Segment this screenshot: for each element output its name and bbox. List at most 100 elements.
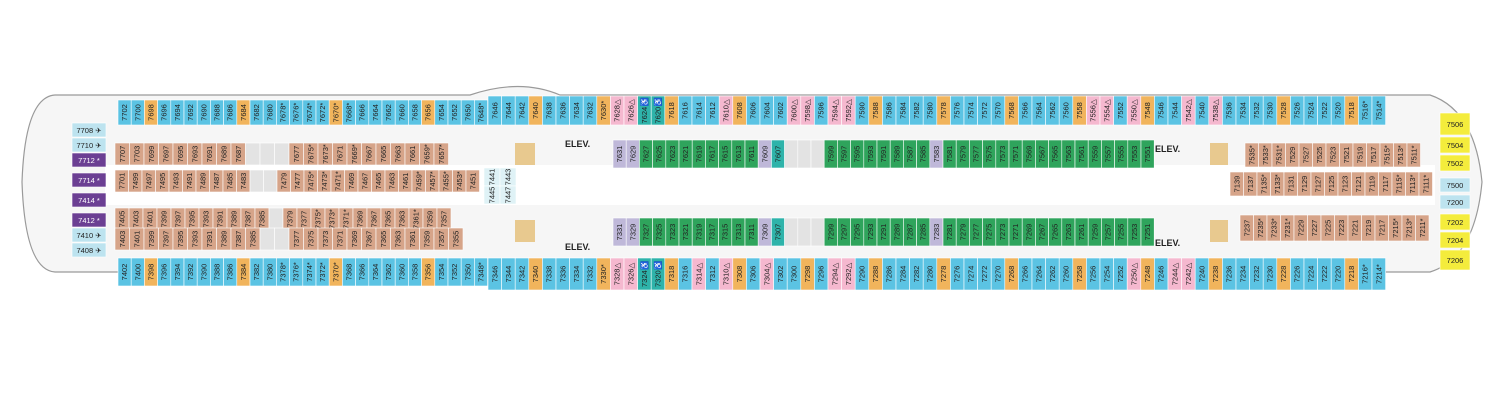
cabin-7513*[interactable]: 7513* (1393, 142, 1408, 168)
cabin-7312[interactable]: 7312 (705, 257, 720, 291)
cabin-7357[interactable]: 7357 (436, 207, 452, 231)
cabin-7684[interactable]: 7684 (236, 99, 251, 126)
cabin-7298[interactable]: 7298 (800, 257, 815, 291)
cabin-7321[interactable]: 7321 (678, 217, 693, 247)
cabin-7361[interactable]: 7361 (404, 227, 420, 251)
cabin-7257[interactable]: 7257 (1101, 217, 1115, 247)
cabin-7308[interactable]: 7308 (732, 257, 747, 291)
cabin-7299[interactable]: 7299 (823, 217, 838, 247)
cabin-7475*[interactable]: 7475* (303, 169, 318, 193)
cabin-7514*[interactable]: 7514* (1371, 95, 1386, 126)
cabin-7613[interactable]: 7613 (731, 139, 746, 169)
cabin-7553[interactable]: 7553 (1127, 139, 1142, 169)
cabin-7348*[interactable]: 7348* (474, 257, 488, 287)
cabin-7222[interactable]: 7222 (1317, 257, 1332, 291)
cabin-7511*[interactable]: 7511* (1406, 142, 1421, 168)
cabin-7115*[interactable]: 7115* (1391, 171, 1406, 197)
cabin-7696[interactable]: 7696 (157, 99, 172, 126)
cabin-7500[interactable]: 7500 (1439, 177, 1471, 193)
cabin-7485[interactable]: 7485 (222, 169, 237, 193)
cabin-7309[interactable]: 7309 (757, 217, 772, 247)
cabin-7307[interactable]: 7307 (771, 217, 785, 247)
cabin-7687[interactable]: 7687 (230, 142, 246, 166)
cabin-7608[interactable]: 7608 (732, 95, 747, 126)
cabin-7556△[interactable]: 7556△ (1086, 95, 1101, 126)
cabin-7555[interactable]: 7555 (1114, 139, 1129, 169)
cabin-7568[interactable]: 7568 (1004, 95, 1019, 126)
cabin-7359[interactable]: 7359 (419, 227, 435, 251)
cabin-7302[interactable]: 7302 (773, 257, 788, 291)
cabin-7234[interactable]: 7234 (1235, 257, 1250, 291)
cabin-7373*[interactable]: 7373* (324, 207, 340, 231)
cabin-7240[interactable]: 7240 (1194, 257, 1210, 291)
cabin-7606[interactable]: 7606 (746, 95, 761, 126)
cabin-7394[interactable]: 7394 (170, 257, 185, 287)
cabin-7269[interactable]: 7269 (1021, 217, 1036, 247)
cabin-7611[interactable]: 7611 (744, 139, 759, 169)
cabin-7289[interactable]: 7289 (889, 217, 904, 247)
cabin-7281[interactable]: 7281 (942, 217, 957, 247)
cabin-7296[interactable]: 7296 (814, 257, 829, 291)
cabin-7566[interactable]: 7566 (1018, 95, 1033, 126)
cabin-7412 *[interactable]: 7412 * (71, 212, 107, 228)
cabin-7702[interactable]: 7702 (117, 99, 132, 126)
cabin-7332[interactable]: 7332 (582, 257, 598, 291)
cabin-7634[interactable]: 7634 (569, 95, 584, 126)
cabin-7255[interactable]: 7255 (1114, 217, 1129, 247)
cabin-7133*[interactable]: 7133* (1270, 171, 1285, 197)
cabin-7377[interactable]: 7377 (288, 227, 304, 251)
cabin-7575[interactable]: 7575 (982, 139, 997, 169)
cabin-7372*[interactable]: 7372* (315, 257, 330, 287)
cabin-7580[interactable]: 7580 (922, 95, 938, 126)
cabin-7277[interactable]: 7277 (969, 217, 983, 247)
cabin-7569[interactable]: 7569 (1021, 139, 1036, 169)
cabin-7260[interactable]: 7260 (1058, 257, 1074, 291)
cabin-7361*[interactable]: 7361* (408, 207, 424, 231)
cabin-7397[interactable]: 7397 (158, 227, 174, 251)
cabin-7292△[interactable]: 7292△ (841, 257, 856, 291)
cabin-7226[interactable]: 7226 (1290, 257, 1305, 291)
cabin-7401[interactable]: 7401 (129, 227, 145, 251)
cabin-7589[interactable]: 7589 (889, 139, 904, 169)
cabin-7644[interactable]: 7644 (501, 95, 516, 126)
cabin-7628△[interactable]: 7628△ (610, 95, 625, 126)
cabin-7495[interactable]: 7495 (155, 169, 170, 193)
cabin-7385[interactable]: 7385 (254, 207, 270, 231)
cabin-7259[interactable]: 7259 (1087, 217, 1102, 247)
cabin-7546[interactable]: 7546 (1154, 95, 1169, 126)
cabin-7550△[interactable]: 7550△ (1126, 95, 1142, 126)
cabin-7694[interactable]: 7694 (170, 99, 185, 126)
cabin-7238[interactable]: 7238 (1208, 257, 1223, 291)
cabin-7228[interactable]: 7228 (1276, 257, 1291, 291)
cabin-7607[interactable]: 7607 (771, 139, 785, 169)
cabin-7559[interactable]: 7559 (1087, 139, 1102, 169)
cabin-7581[interactable]: 7581 (942, 139, 957, 169)
cabin-7354[interactable]: 7354 (434, 257, 449, 287)
cabin-7583[interactable]: 7583 (929, 139, 944, 169)
cabin-7393[interactable]: 7393 (198, 207, 214, 231)
cabin-7314△[interactable]: 7314△ (691, 257, 706, 291)
cabin-7585[interactable]: 7585 (916, 139, 931, 169)
cabin-7362[interactable]: 7362 (381, 257, 396, 287)
cabin-7665[interactable]: 7665 (375, 142, 391, 166)
cabin-7242△[interactable]: 7242△ (1181, 257, 1196, 291)
cabin-7515*[interactable]: 7515* (1379, 142, 1394, 168)
cabin-7374*[interactable]: 7374* (302, 257, 317, 287)
cabin-7692[interactable]: 7692 (183, 99, 198, 126)
cabin-7471*[interactable]: 7471* (330, 169, 345, 193)
cabin-7202[interactable]: 7202 (1439, 213, 1471, 231)
cabin-7274[interactable]: 7274 (963, 257, 978, 291)
cabin-7654[interactable]: 7654 (434, 99, 449, 126)
cabin-7663[interactable]: 7663 (390, 142, 406, 166)
cabin-7262[interactable]: 7262 (1045, 257, 1060, 291)
cabin-7367[interactable]: 7367 (361, 227, 377, 251)
cabin-7270[interactable]: 7270 (990, 257, 1006, 291)
cabin-7521[interactable]: 7521 (1339, 142, 1354, 168)
cabin-7387[interactable]: 7387 (230, 227, 246, 251)
cabin-7227[interactable]: 7227 (1307, 214, 1322, 242)
cabin-7497[interactable]: 7497 (141, 169, 156, 193)
cabin-7525[interactable]: 7525 (1312, 142, 1327, 168)
cabin-7218[interactable]: 7218 (1344, 257, 1359, 291)
cabin-7483[interactable]: 7483 (236, 169, 251, 193)
cabin-7319[interactable]: 7319 (691, 217, 706, 247)
